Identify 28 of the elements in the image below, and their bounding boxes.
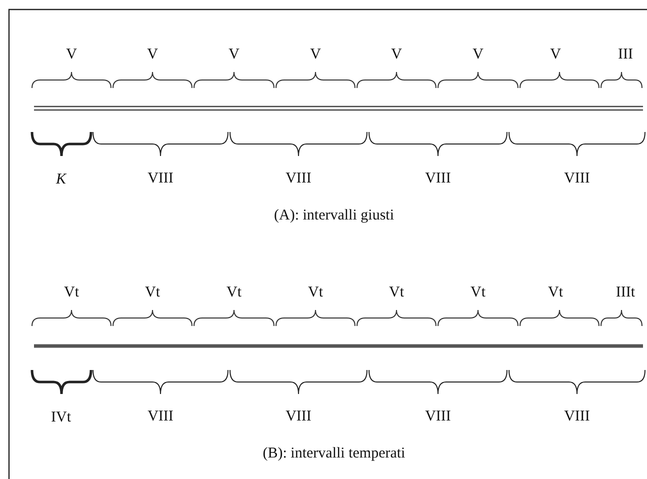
interval-label: K — [56, 172, 66, 188]
interval-label: VIII — [148, 172, 174, 186]
interval-label: IIIt — [616, 286, 636, 300]
interval-label: V — [66, 48, 77, 62]
interval-label: VIII — [148, 410, 174, 424]
interval-label: III — [618, 48, 633, 62]
interval-label: VIII — [564, 410, 590, 424]
interval-label: VIII — [564, 172, 590, 186]
interval-label: Vt — [389, 286, 404, 300]
interval-label: V — [391, 48, 402, 62]
interval-label: Vt — [548, 286, 563, 300]
interval-label: V — [310, 48, 321, 62]
caption: (B): intervalli temperati — [262, 446, 406, 462]
interval-label: Vt — [145, 286, 160, 300]
interval-label: VIII — [286, 410, 312, 424]
interval-label: VIII — [286, 172, 312, 186]
interval-label: IVt — [51, 410, 71, 426]
interval-label: Vt — [470, 286, 486, 300]
caption: (A): intervalli giusti — [274, 208, 394, 224]
interval-label: Vt — [308, 286, 323, 300]
interval-label: V — [228, 48, 240, 62]
interval-label: V — [147, 48, 158, 62]
interval-label: V — [550, 48, 561, 62]
interval-label: V — [472, 48, 484, 62]
interval-label: VIII — [425, 172, 451, 186]
interval-label: Vt — [226, 286, 242, 300]
interval-label: Vt — [64, 286, 79, 300]
interval-label: VIII — [425, 410, 451, 424]
